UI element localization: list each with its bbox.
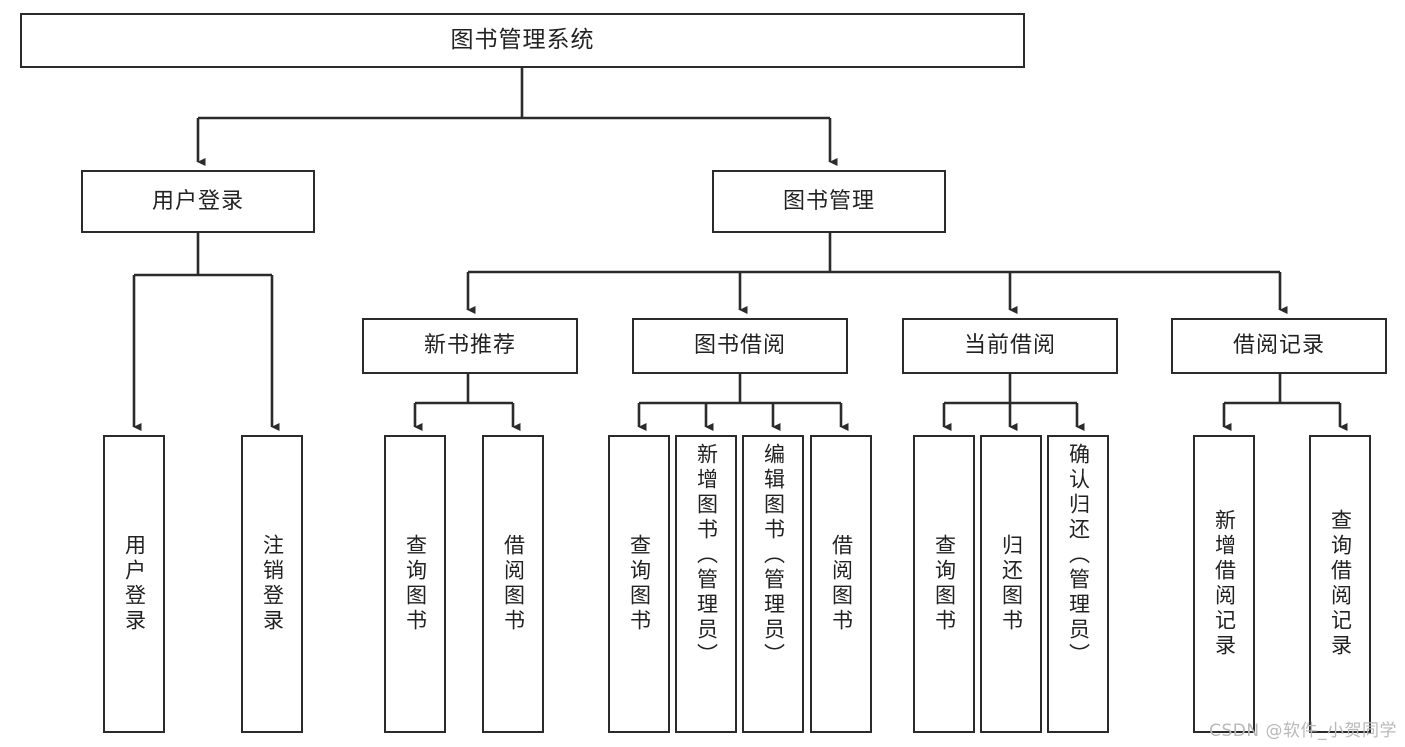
node-label: 图书借阅 — [693, 333, 786, 359]
node-label: 查询借阅记录 — [1328, 509, 1353, 659]
node-label: 图书管理 — [782, 188, 875, 214]
node-root-book-management-system[interactable]: 图书管理系统 — [20, 13, 1025, 68]
node-label: 确认归还（管理员） — [1066, 443, 1091, 668]
node-label: 新书推荐 — [423, 333, 516, 359]
node-label: 借阅图书 — [501, 534, 526, 634]
node-leaf-confirm-return-admin[interactable]: 确认归还（管理员） — [1047, 435, 1109, 733]
node-leaf-add-borrow-record[interactable]: 新增借阅记录 — [1193, 435, 1255, 733]
node-label: 新增借阅记录 — [1212, 509, 1237, 659]
node-book-borrow[interactable]: 图书借阅 — [632, 318, 848, 374]
node-borrow-record[interactable]: 借阅记录 — [1171, 318, 1387, 374]
node-leaf-edit-book-admin[interactable]: 编辑图书（管理员） — [742, 435, 804, 733]
node-label: 编辑图书（管理员） — [761, 443, 786, 668]
node-current-borrow[interactable]: 当前借阅 — [902, 318, 1118, 374]
node-leaf-add-book-admin[interactable]: 新增图书（管理员） — [675, 435, 737, 733]
node-label: 归还图书 — [999, 534, 1024, 634]
node-label: 借阅记录 — [1232, 333, 1325, 359]
node-label: 新增图书（管理员） — [694, 443, 719, 668]
node-leaf-borrow-book-borrow[interactable]: 借阅图书 — [810, 435, 872, 733]
node-leaf-query-book-borrow[interactable]: 查询图书 — [608, 435, 670, 733]
node-leaf-return-book[interactable]: 归还图书 — [980, 435, 1042, 733]
node-user-login[interactable]: 用户登录 — [81, 170, 315, 233]
node-label: 当前借阅 — [963, 333, 1056, 359]
node-leaf-query-book-recommend[interactable]: 查询图书 — [384, 435, 446, 733]
node-new-book-recommend[interactable]: 新书推荐 — [362, 318, 578, 374]
node-leaf-logout-login[interactable]: 注销登录 — [241, 435, 303, 733]
node-leaf-borrow-book-recommend[interactable]: 借阅图书 — [482, 435, 544, 733]
node-label: 查询图书 — [403, 534, 428, 634]
node-label: 图书管理系统 — [450, 27, 595, 54]
node-label: 用户登录 — [122, 534, 147, 634]
node-leaf-query-book-current[interactable]: 查询图书 — [913, 435, 975, 733]
node-book-management[interactable]: 图书管理 — [712, 170, 946, 233]
node-label: 用户登录 — [151, 188, 244, 214]
csdn-watermark: CSDN @软件_小贺同学 — [1209, 721, 1397, 741]
node-label: 借阅图书 — [829, 534, 854, 634]
node-leaf-query-borrow-record[interactable]: 查询借阅记录 — [1309, 435, 1371, 733]
node-label: 注销登录 — [260, 534, 285, 634]
node-label: 查询图书 — [932, 534, 957, 634]
node-leaf-user-login[interactable]: 用户登录 — [103, 435, 165, 733]
node-label: 查询图书 — [627, 534, 652, 634]
